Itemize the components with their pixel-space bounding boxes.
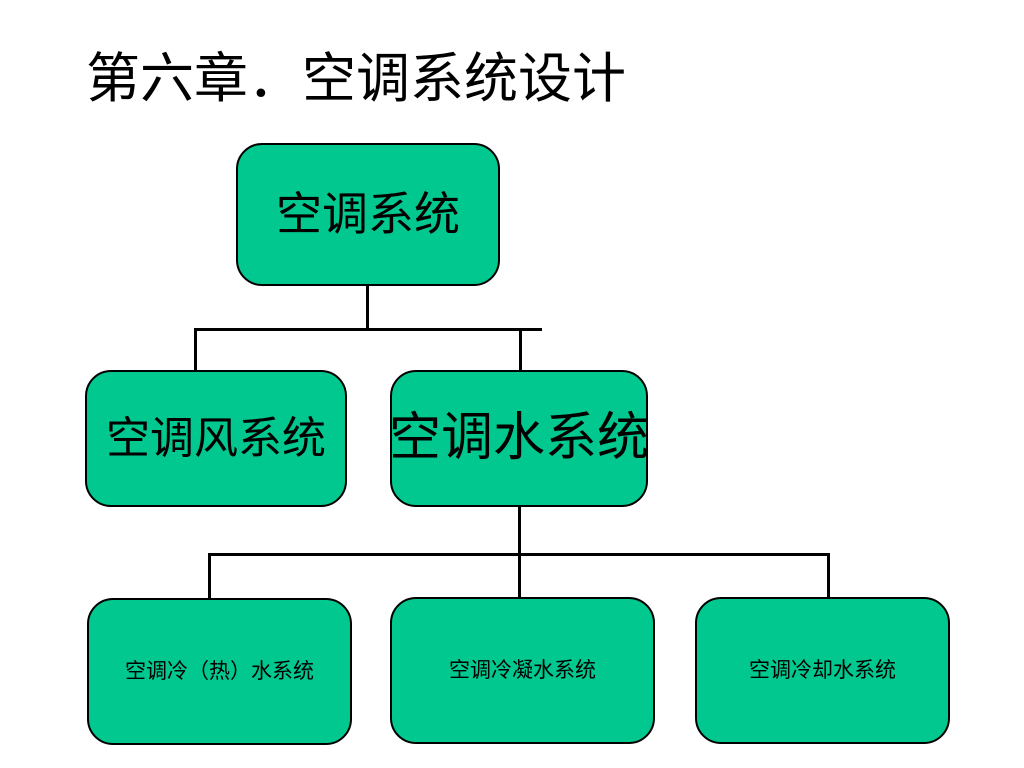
connector-water-to-chilled bbox=[208, 553, 211, 599]
node-label: 空调水系统 bbox=[389, 409, 650, 467]
connector-root-to-water bbox=[519, 328, 522, 372]
node-label: 空调风系统 bbox=[106, 413, 326, 463]
connector-water-to-condensate bbox=[518, 553, 521, 599]
node-water-side-system[interactable]: 空调水系统 bbox=[389, 370, 650, 507]
connector-water-stem bbox=[518, 507, 521, 555]
page-title: 第六章．空调系统设计 bbox=[86, 49, 626, 109]
node-label: 空调系统 bbox=[276, 188, 460, 240]
connector-root-horizontal bbox=[194, 328, 542, 331]
node-condensate-water-system[interactable]: 空调冷凝水系统 bbox=[390, 597, 655, 744]
node-air-conditioning-system[interactable]: 空调系统 bbox=[236, 143, 500, 286]
connector-water-to-cooling bbox=[827, 553, 830, 599]
node-air-side-system[interactable]: 空调风系统 bbox=[85, 370, 347, 507]
node-label: 空调冷凝水系统 bbox=[449, 658, 596, 682]
node-chilled-hot-water-system[interactable]: 空调冷（热）水系统 bbox=[87, 598, 352, 745]
node-cooling-water-system[interactable]: 空调冷却水系统 bbox=[695, 597, 950, 744]
connector-root-stem bbox=[366, 286, 369, 330]
connector-root-to-air bbox=[194, 328, 197, 372]
node-label: 空调冷却水系统 bbox=[749, 658, 896, 682]
node-label: 空调冷（热）水系统 bbox=[125, 659, 314, 683]
